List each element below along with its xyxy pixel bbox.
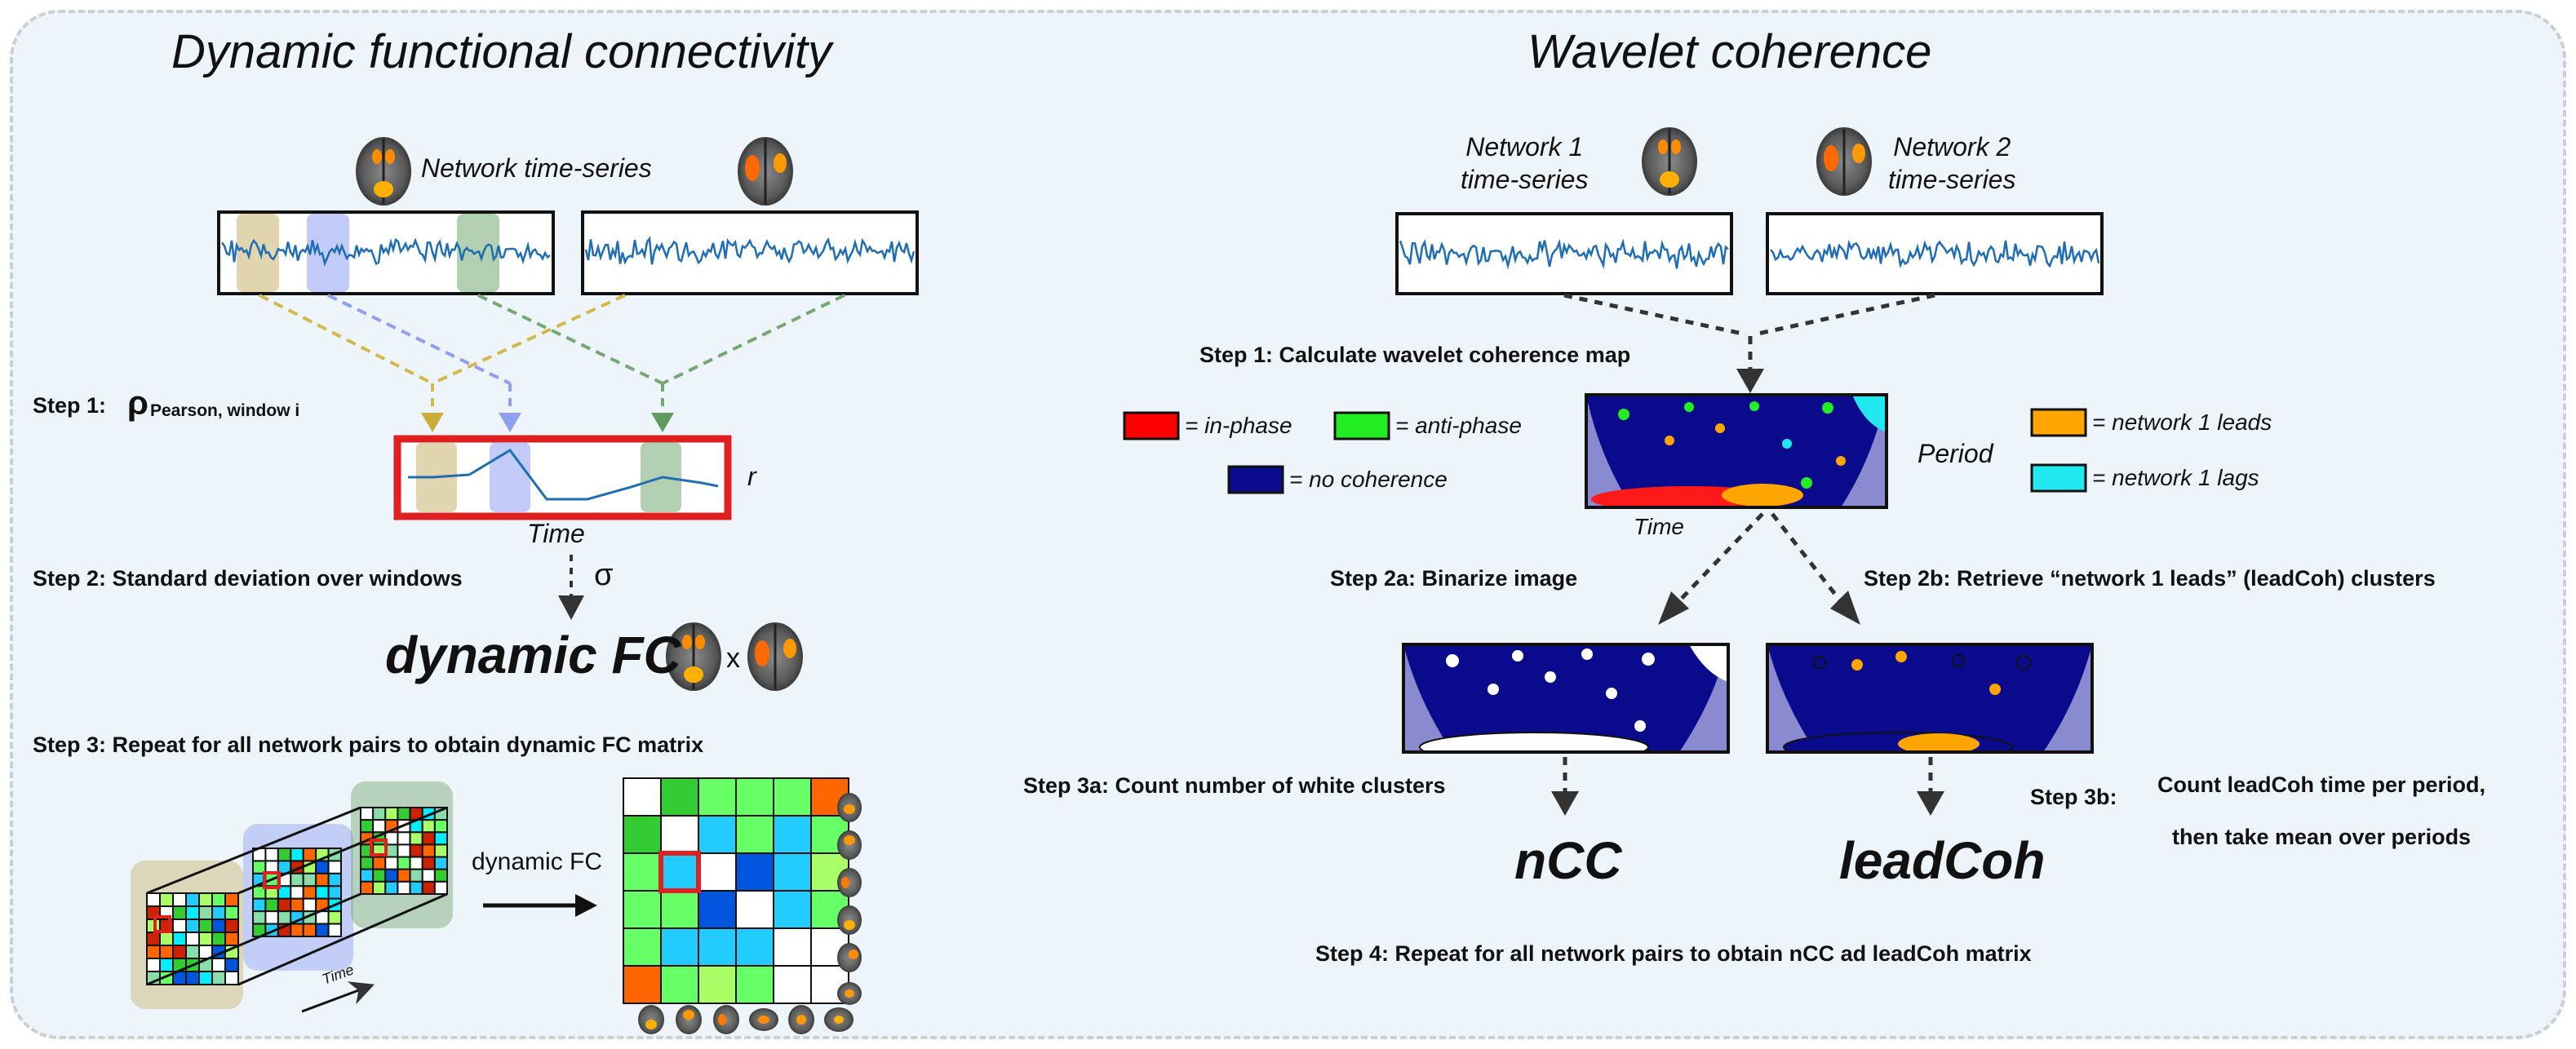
network1-series-box	[1395, 212, 1733, 295]
legend-no-coherence: = no coherence	[1289, 467, 1448, 492]
network1-label-line1: Network 1	[1465, 132, 1584, 162]
time-axis-label: Time	[527, 519, 585, 548]
brain-icon	[666, 622, 721, 691]
arrowhead	[1658, 591, 1689, 625]
correlation-trace	[408, 449, 719, 501]
step2a-label: Step 2a: Binarize image	[1330, 566, 1578, 591]
brain-icon-column	[837, 793, 862, 1005]
period-label: Period	[1918, 439, 1993, 468]
legend-anti-phase: = anti-phase	[1395, 413, 1522, 438]
brain-icon	[1642, 127, 1697, 196]
window-highlight-blue	[307, 214, 349, 292]
legend-network1-lags: = network 1 lags	[2092, 465, 2259, 490]
network2-label-line1: Network 2	[1893, 132, 2011, 162]
legend-swatch-lags	[2030, 463, 2087, 493]
brain-icon	[747, 622, 803, 691]
arrowhead	[558, 595, 584, 620]
step3b-text-line1: Count leadCoh time per period,	[2157, 772, 2486, 797]
arrowhead	[1917, 791, 1944, 816]
brain-icon	[1816, 127, 1872, 196]
network1-label: Network 1 time-series	[1461, 131, 1588, 196]
step2-label: Step 2: Standard deviation over windows	[33, 566, 463, 591]
network2-label: Network 2 time-series	[1888, 131, 2015, 196]
legend-in-phase: = in-phase	[1185, 413, 1292, 438]
wc-time-label: Time	[1634, 514, 1684, 539]
dashed-connector	[327, 294, 511, 385]
arrowhead	[1551, 791, 1579, 816]
window-highlight-yellow	[237, 214, 279, 292]
legend-swatch-anti-phase	[1333, 411, 1390, 440]
window-highlight-green	[457, 214, 499, 292]
perspective-line	[146, 892, 361, 986]
arrowhead	[1736, 369, 1764, 393]
sigma-symbol: σ	[594, 558, 614, 592]
legend-swatch-no-coherence	[1227, 465, 1284, 494]
step3b-text: Count leadCoh time per period, then take…	[2157, 759, 2485, 863]
brain-icon	[738, 137, 793, 206]
signal-trace	[584, 236, 916, 265]
step3-label: Step 3: Repeat for all network pairs to …	[33, 733, 704, 757]
ncc-heading: nCC	[1514, 831, 1622, 890]
legend-network1-leads: = network 1 leads	[2092, 409, 2272, 435]
dynamic-fc-arrow-label: dynamic FC	[472, 848, 603, 875]
dashed-connector	[662, 294, 845, 385]
step2b-label: Step 2b: Retrieve “network 1 leads” (lea…	[1864, 566, 2436, 591]
wavelet-coherence-map	[1586, 395, 1887, 507]
dashed-connector	[259, 294, 433, 385]
perspective-line	[146, 806, 361, 895]
r-label: r	[747, 462, 756, 491]
rho-subscript: Pearson, window i	[150, 401, 300, 420]
left-panel-title: Dynamic functional connectivity	[171, 25, 832, 78]
signal-trace	[220, 237, 551, 267]
perspective-line	[237, 806, 448, 895]
dashed-connector	[477, 294, 663, 385]
time-arrow	[301, 981, 375, 1013]
dynamic-fc-matrix	[623, 777, 849, 1004]
signal-trace	[1770, 239, 2100, 268]
wc-step1-label: Step 1: Calculate wavelet coherence map	[1199, 343, 1631, 367]
right-panel-title: Wavelet coherence	[1527, 25, 1932, 78]
window-matrix	[252, 848, 343, 937]
arrowhead	[651, 413, 674, 432]
step4-label: Step 4: Repeat for all network pairs to …	[1315, 941, 2032, 966]
network-time-series-label: Network time-series	[421, 153, 652, 183]
step3b-text-line2: then take mean over periods	[2171, 825, 2472, 849]
legend-swatch-in-phase	[1123, 411, 1180, 440]
step1-label: Step 1:	[33, 393, 107, 418]
step3a-label: Step 3a: Count number of white clusters	[1023, 773, 1446, 798]
window-matrix	[360, 807, 448, 896]
step3b-label: Step 3b:	[2030, 785, 2117, 809]
brain-icon	[356, 137, 411, 206]
network2-label-line2: time-series	[1888, 165, 2016, 194]
legend-swatch-leads	[2030, 408, 2087, 437]
arrowhead	[1830, 591, 1860, 625]
times-symbol: x	[726, 643, 740, 674]
leadcoh-heading: leadCoh	[1839, 831, 2046, 890]
arrowhead	[421, 413, 444, 432]
dashed-connector	[432, 294, 626, 385]
arrowhead	[499, 413, 521, 432]
network1-label-line2: time-series	[1461, 165, 1589, 194]
perspective-line	[237, 892, 448, 986]
binarized-map	[1403, 644, 1728, 752]
signal-trace	[1399, 238, 1729, 270]
window-matrix	[146, 892, 239, 985]
leadcoh-map	[1767, 644, 2092, 752]
brain-icon-row	[638, 1005, 853, 1034]
dynamic-fc-heading: dynamic FC	[385, 626, 681, 684]
rho-symbol: ρ	[127, 383, 149, 422]
